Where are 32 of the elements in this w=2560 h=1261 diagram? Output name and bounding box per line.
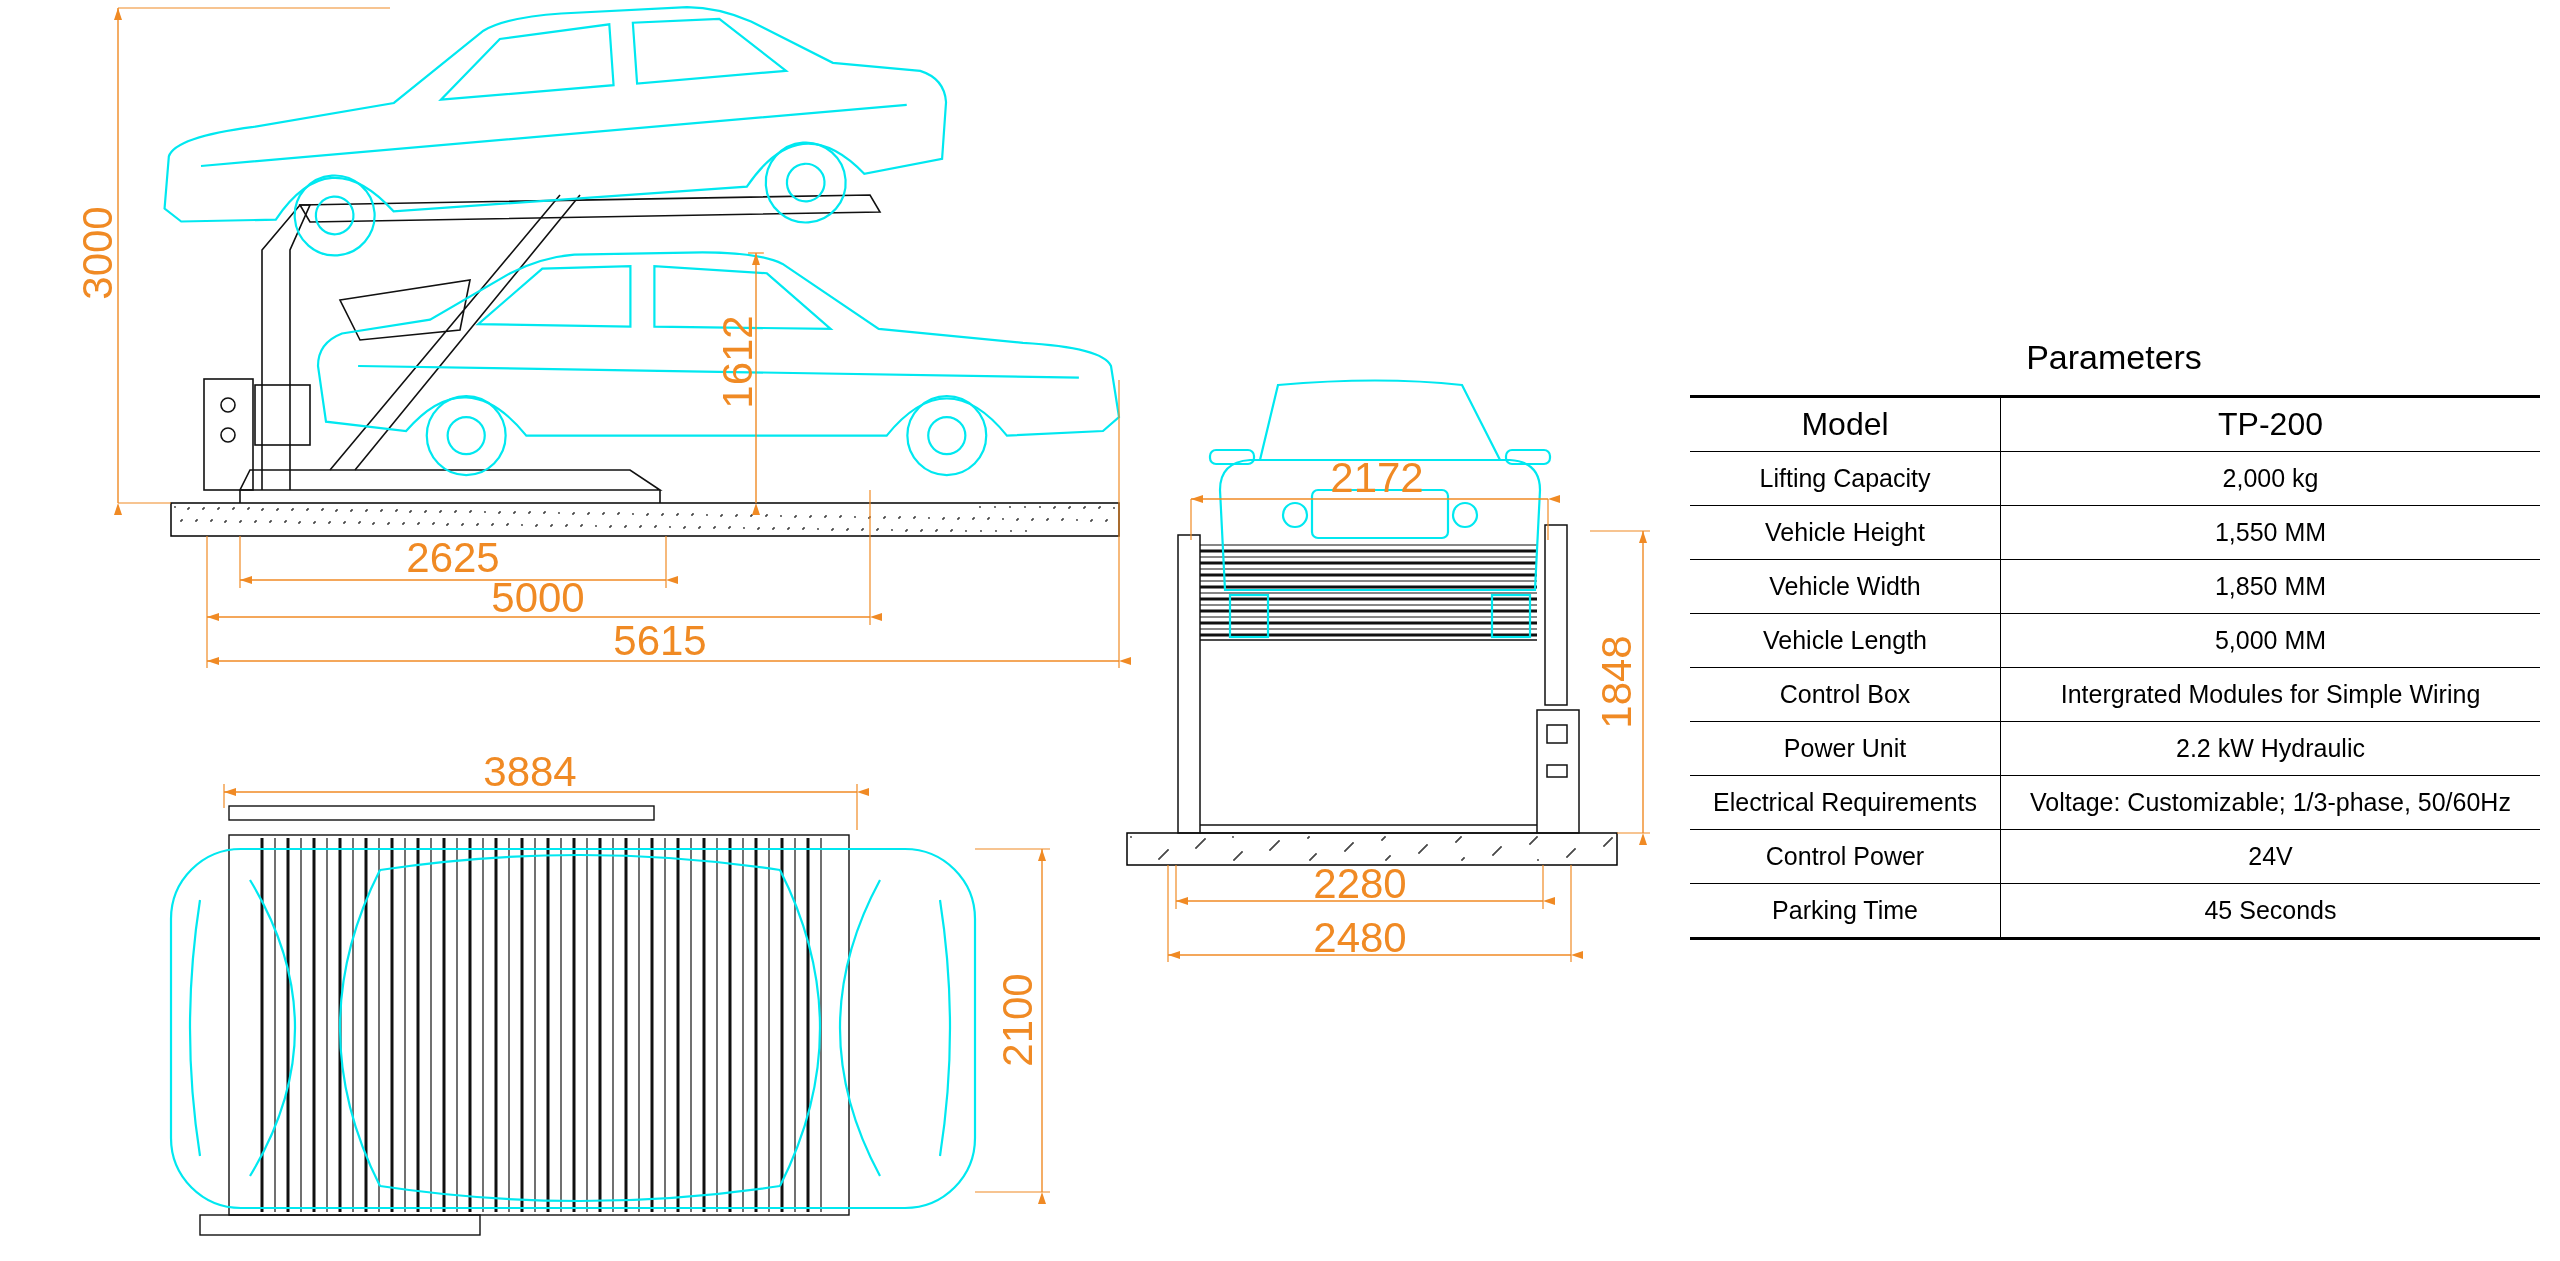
dimension-label: 1612 xyxy=(717,315,759,409)
parameter-name: Lifting Capacity xyxy=(1690,451,2001,506)
parameter-value: 1,550 MM xyxy=(2000,505,2540,560)
parameter-value: 5,000 MM xyxy=(2000,613,2540,668)
parameter-name: Power Unit xyxy=(1690,721,2001,776)
parameter-value: 2.2 kW Hydraulic xyxy=(2000,721,2540,776)
parameter-name: Model xyxy=(1690,396,2001,452)
dimension-label: 2625 xyxy=(406,537,500,579)
dimension-label: 5000 xyxy=(491,577,585,619)
parameter-name: Vehicle Length xyxy=(1690,613,2001,668)
parameter-value: Intergrated Modules for Simple Wiring xyxy=(2000,667,2540,722)
dimension-label: 1848 xyxy=(1596,635,1638,729)
parameter-value: TP-200 xyxy=(2000,396,2540,452)
parameter-name: Control Box xyxy=(1690,667,2001,722)
dimension-label: 2480 xyxy=(1313,917,1407,959)
parameter-name: Parking Time xyxy=(1690,883,2001,939)
dimension-label: 2100 xyxy=(997,973,1039,1067)
dimension-label: 5615 xyxy=(613,620,707,662)
parameter-value: 2,000 kg xyxy=(2000,451,2540,506)
dimension-label: 2172 xyxy=(1330,457,1424,499)
parameter-value: 1,850 MM xyxy=(2000,559,2540,614)
parameter-name: Electrical Requirements xyxy=(1690,775,2001,830)
parameter-value: 45 Seconds xyxy=(2000,883,2540,939)
table-title: Parameters xyxy=(2026,338,2202,377)
dimension-label: 3000 xyxy=(77,206,119,300)
parameter-name: Control Power xyxy=(1690,829,2001,884)
dimension-label: 2280 xyxy=(1313,863,1407,905)
parameter-name: Vehicle Height xyxy=(1690,505,2001,560)
dimension-label: 3884 xyxy=(483,751,577,793)
parameter-name: Vehicle Width xyxy=(1690,559,2001,614)
parameter-value: Voltage: Customizable; 1/3-phase, 50/60Hz xyxy=(2000,775,2540,830)
parameter-value: 24V xyxy=(2000,829,2540,884)
